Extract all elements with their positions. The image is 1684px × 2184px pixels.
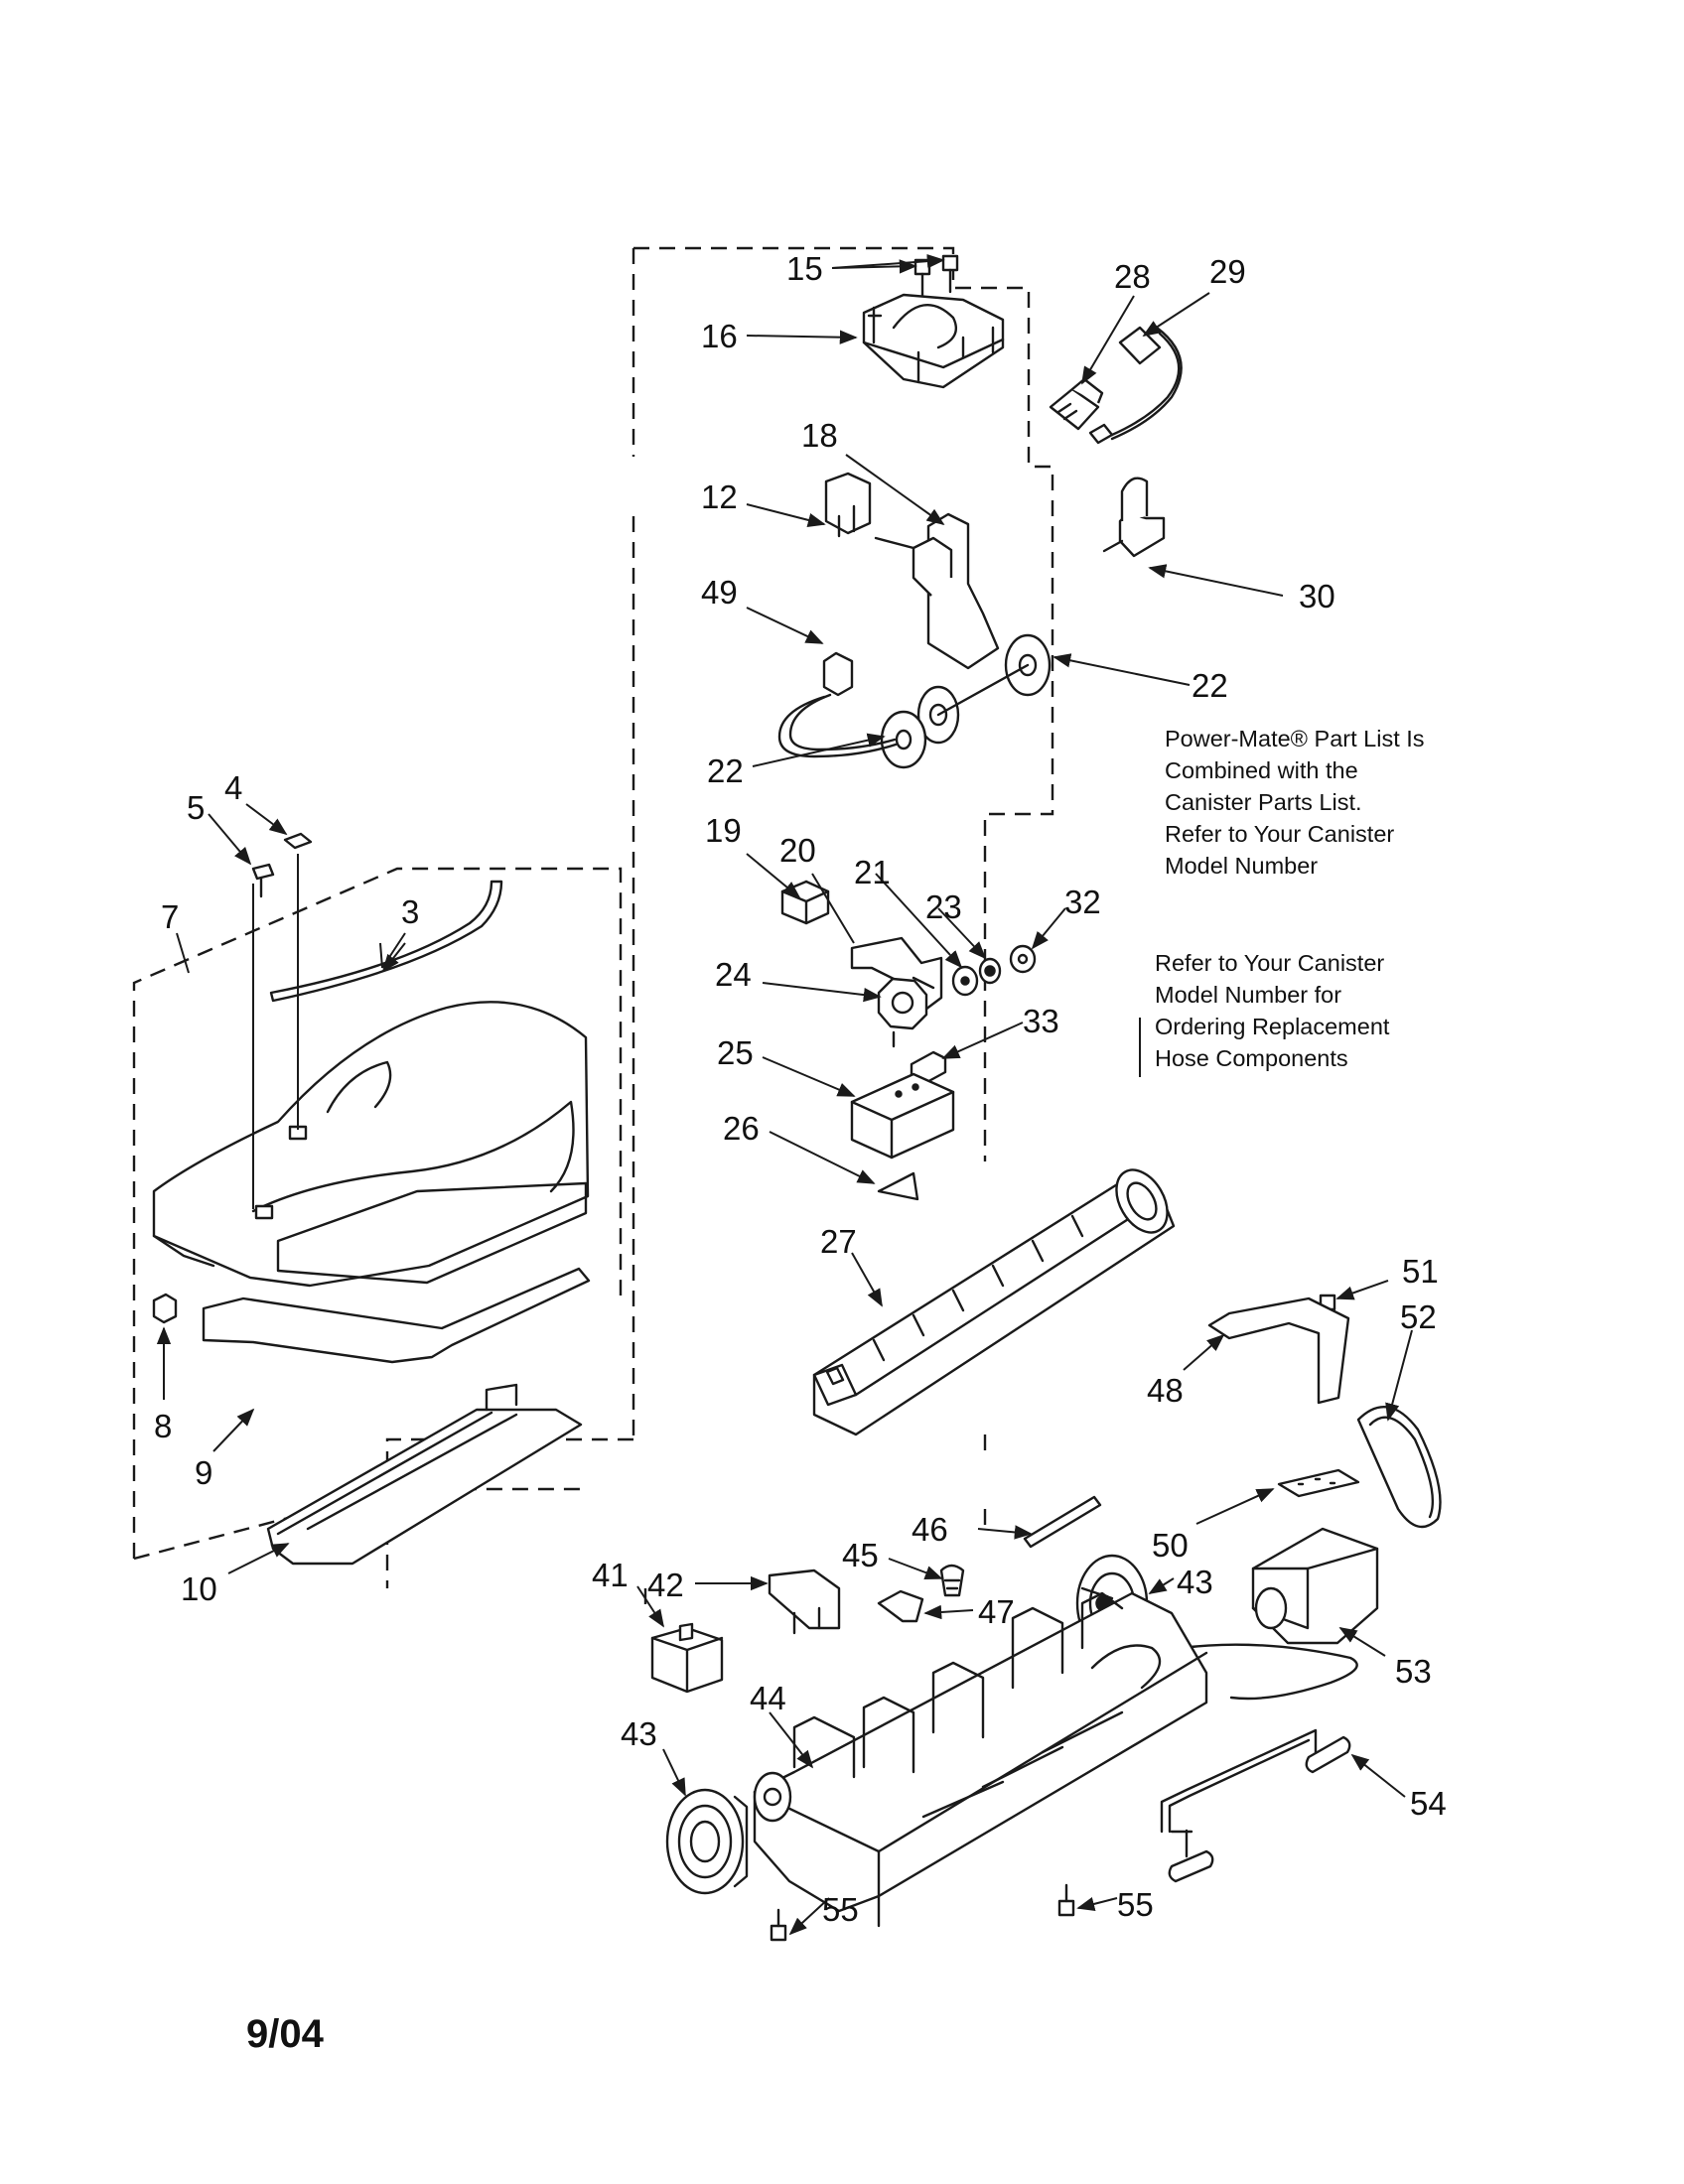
callout-51: 51 [1402, 1253, 1439, 1290]
callout-26: 26 [723, 1110, 760, 1147]
part-46-strip [1023, 1495, 1102, 1549]
powermate-note-line: Power-Mate® Part List Is [1165, 726, 1425, 751]
callout-22-right: 22 [1192, 667, 1228, 704]
callout-7: 7 [161, 898, 179, 935]
callout-3: 3 [401, 893, 419, 930]
callout-33: 33 [1023, 1003, 1059, 1039]
callout-45: 45 [842, 1537, 879, 1573]
part-26-wedge [877, 1171, 919, 1201]
hose-note-line: Ordering Replacement [1155, 1014, 1390, 1039]
part-24-knob [877, 977, 928, 1048]
callout-12: 12 [701, 478, 738, 515]
part-42-clip [768, 1569, 841, 1635]
part-52-belt [1356, 1406, 1442, 1529]
callout-52: 52 [1400, 1298, 1437, 1335]
hose-note-line: Hose Components [1155, 1045, 1348, 1071]
callout-28: 28 [1114, 258, 1151, 295]
part-16-bracket [862, 293, 1005, 389]
part-21-23-32-washers [951, 944, 1037, 997]
part-50-filter [1277, 1468, 1360, 1498]
callout-44: 44 [750, 1680, 786, 1716]
part-44-base [753, 1591, 1208, 1928]
callout-29: 29 [1209, 253, 1246, 290]
callout-47: 47 [978, 1593, 1015, 1630]
part-4-5-small [251, 832, 313, 898]
part-47-latch [877, 1589, 924, 1623]
powermate-note-line: Combined with the [1165, 757, 1358, 783]
callout-19: 19 [705, 812, 742, 849]
callout-9: 9 [195, 1454, 212, 1491]
assembly-outline [132, 246, 1054, 1608]
callout-5: 5 [187, 789, 205, 826]
hose-note-line: Model Number for [1155, 982, 1341, 1008]
part-25-bracket [850, 1072, 955, 1160]
callout-8: 8 [154, 1408, 172, 1444]
part-43-wheel-lower [665, 1788, 749, 1895]
callout-50: 50 [1152, 1527, 1189, 1564]
callout-4: 4 [224, 769, 242, 806]
callout-54: 54 [1410, 1785, 1447, 1822]
callout-49: 49 [701, 574, 738, 611]
part-10-plate [266, 1383, 583, 1566]
callout-23: 23 [925, 888, 962, 925]
callout-43-lower: 43 [621, 1715, 657, 1752]
callout-numbers: 15 16 28 29 18 12 49 30 22 22 19 20 21 2… [154, 250, 1447, 1928]
callout-48: 48 [1147, 1372, 1184, 1409]
callout-18: 18 [801, 417, 838, 454]
part-48-bracket [1207, 1297, 1350, 1405]
callout-24: 24 [715, 956, 752, 993]
callout-32: 32 [1064, 884, 1101, 920]
part-29-socket [1088, 326, 1183, 445]
part-8-small [152, 1293, 178, 1324]
callout-41: 41 [592, 1557, 629, 1593]
callout-46: 46 [912, 1511, 948, 1548]
part-55-screws [770, 1883, 1075, 1942]
callout-10: 10 [181, 1570, 217, 1607]
callout-53: 53 [1395, 1653, 1432, 1690]
part-53-motor [1180, 1527, 1379, 1701]
callout-42: 42 [647, 1567, 684, 1603]
powermate-note-line: Refer to Your Canister [1165, 821, 1394, 847]
callout-20: 20 [779, 832, 816, 869]
part-27-brushroll [812, 1168, 1176, 1436]
powermate-note-line: Canister Parts List. [1165, 789, 1362, 815]
callout-22-left: 22 [707, 752, 744, 789]
part-45-small [939, 1564, 965, 1597]
part-9-bumper [202, 1267, 591, 1364]
part-7-hood [152, 1001, 590, 1288]
part-30-guide [1102, 477, 1166, 558]
callout-30: 30 [1299, 578, 1335, 614]
hose-note: Refer to Your Canister Model Number for … [1139, 950, 1390, 1077]
part-28-bulb [1049, 377, 1104, 431]
part-3-trim [269, 880, 503, 1003]
callout-21: 21 [854, 854, 891, 890]
date-code: 9/04 [246, 2012, 325, 2056]
part-54-handle [1160, 1728, 1351, 1883]
callout-15: 15 [786, 250, 823, 287]
part-22-wheels [880, 633, 1052, 769]
callout-55-left: 55 [822, 1891, 859, 1928]
part-49-cord [777, 651, 898, 758]
powermate-note-line: Model Number [1165, 853, 1318, 879]
powermate-note: Power-Mate® Part List Is Combined with t… [1165, 726, 1425, 879]
callout-55-right: 55 [1117, 1886, 1154, 1923]
callout-27: 27 [820, 1223, 857, 1260]
callout-16: 16 [701, 318, 738, 354]
hose-note-line: Refer to Your Canister [1155, 950, 1384, 976]
part-12-clip [824, 472, 872, 538]
part-41-switch [650, 1622, 724, 1694]
callout-43-upper: 43 [1177, 1564, 1213, 1600]
callout-25: 25 [717, 1034, 754, 1071]
leader-lines [156, 253, 1413, 1936]
part-18-housing [874, 512, 1000, 670]
